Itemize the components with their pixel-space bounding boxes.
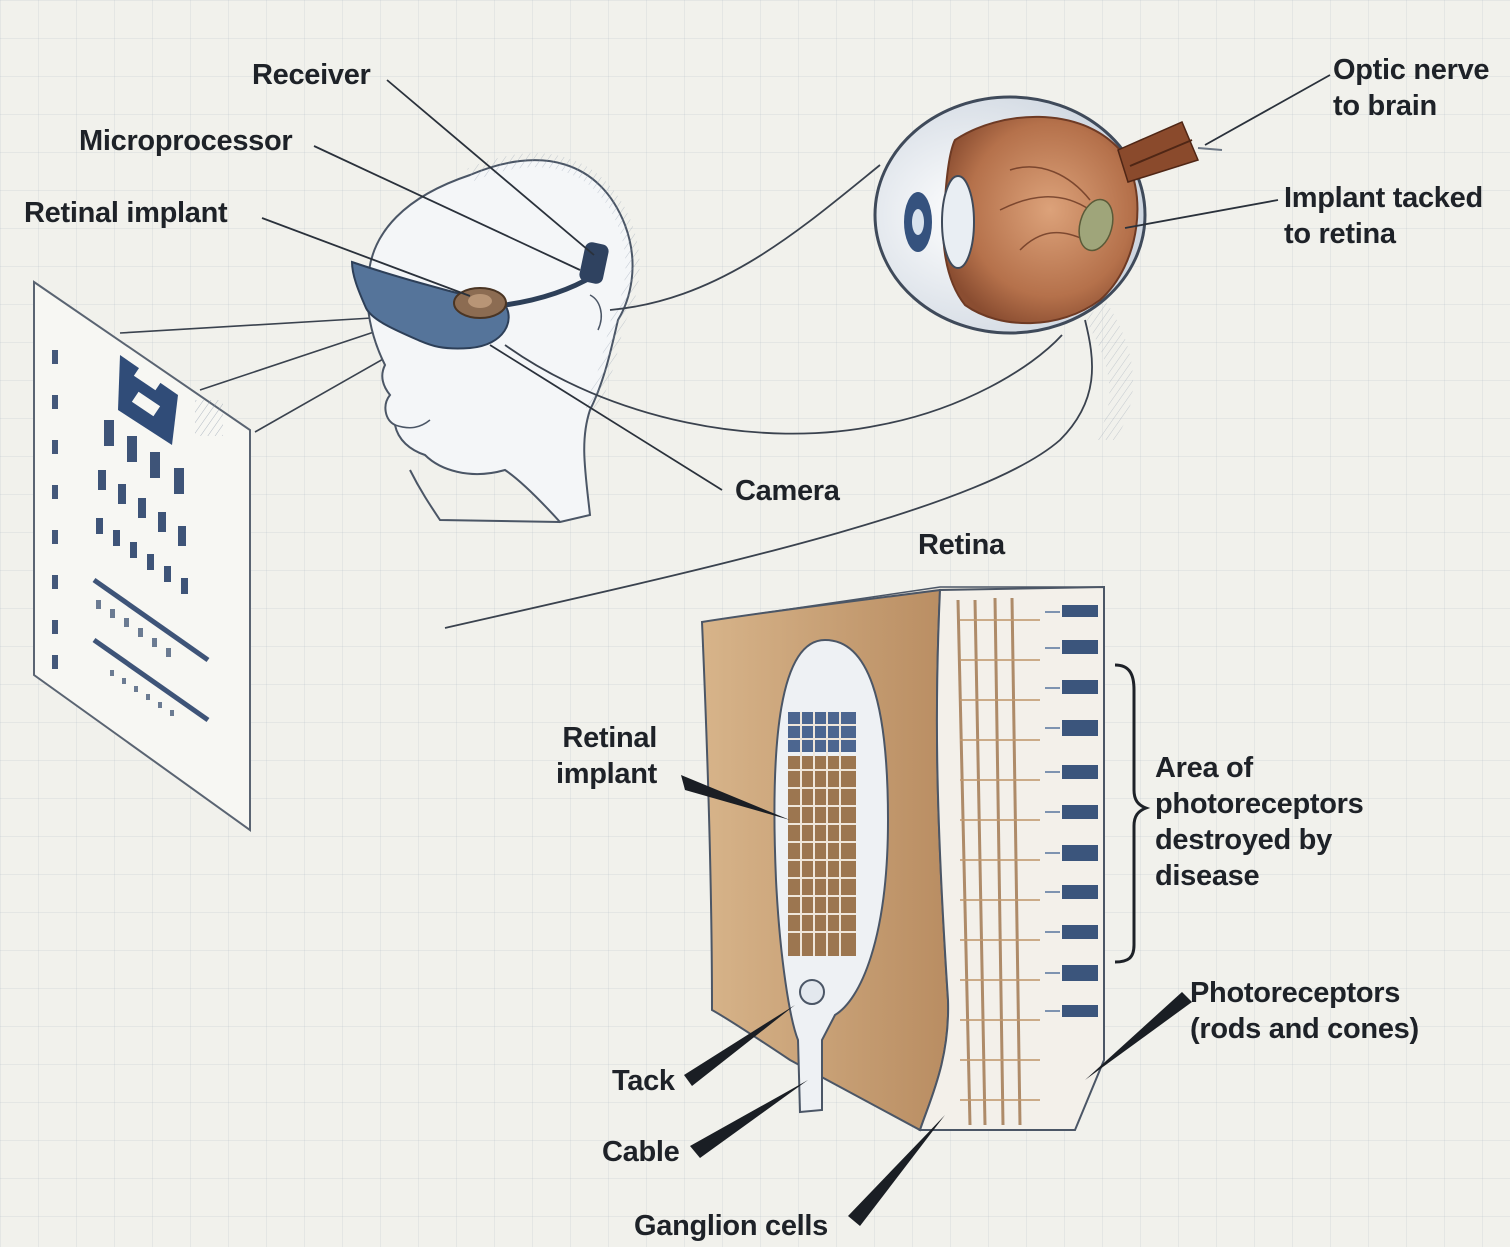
label-camera: Camera: [735, 473, 840, 509]
label-retinal-implant-detail-line1: Retinal: [556, 720, 657, 756]
label-area-of-photoreceptors: Area of photoreceptors destroyed by dise…: [1155, 750, 1364, 894]
label-implant-tacked-line2: to retina: [1284, 216, 1483, 252]
label-retinal-implant-detail: Retinal implant: [556, 720, 657, 792]
label-ganglion-cells: Ganglion cells: [634, 1208, 828, 1244]
label-optic-nerve: Optic nerve to brain: [1333, 52, 1489, 124]
label-optic-nerve-line2: to brain: [1333, 88, 1489, 124]
label-tack: Tack: [612, 1063, 675, 1099]
label-retina: Retina: [918, 527, 1005, 563]
implant-electrode-grid: [788, 712, 856, 956]
label-area-line4: disease: [1155, 858, 1364, 894]
label-photoreceptors-line1: Photoreceptors: [1190, 975, 1419, 1011]
eyeball-illustration: [875, 97, 1222, 333]
label-photoreceptors-line2: (rods and cones): [1190, 1011, 1419, 1047]
label-implant-tacked-line1: Implant tacked: [1284, 180, 1483, 216]
head-illustration: [352, 160, 633, 522]
label-photoreceptors: Photoreceptors (rods and cones): [1190, 975, 1419, 1047]
label-implant-tacked: Implant tacked to retina: [1284, 180, 1483, 252]
label-receiver: Receiver: [252, 57, 371, 93]
tack-pin: [800, 980, 824, 1004]
label-area-line3: destroyed by: [1155, 822, 1364, 858]
label-retinal-implant-top: Retinal implant: [24, 195, 227, 231]
label-retinal-implant-detail-line2: implant: [556, 756, 657, 792]
photoreceptor-area-brace: [1115, 665, 1146, 962]
retina-block: [702, 587, 1104, 1130]
label-area-line1: Area of: [1155, 750, 1364, 786]
eye-chart: [34, 282, 250, 830]
label-cable: Cable: [602, 1134, 679, 1170]
label-optic-nerve-line1: Optic nerve: [1333, 52, 1489, 88]
label-microprocessor: Microprocessor: [79, 123, 292, 159]
label-area-line2: photoreceptors: [1155, 786, 1364, 822]
